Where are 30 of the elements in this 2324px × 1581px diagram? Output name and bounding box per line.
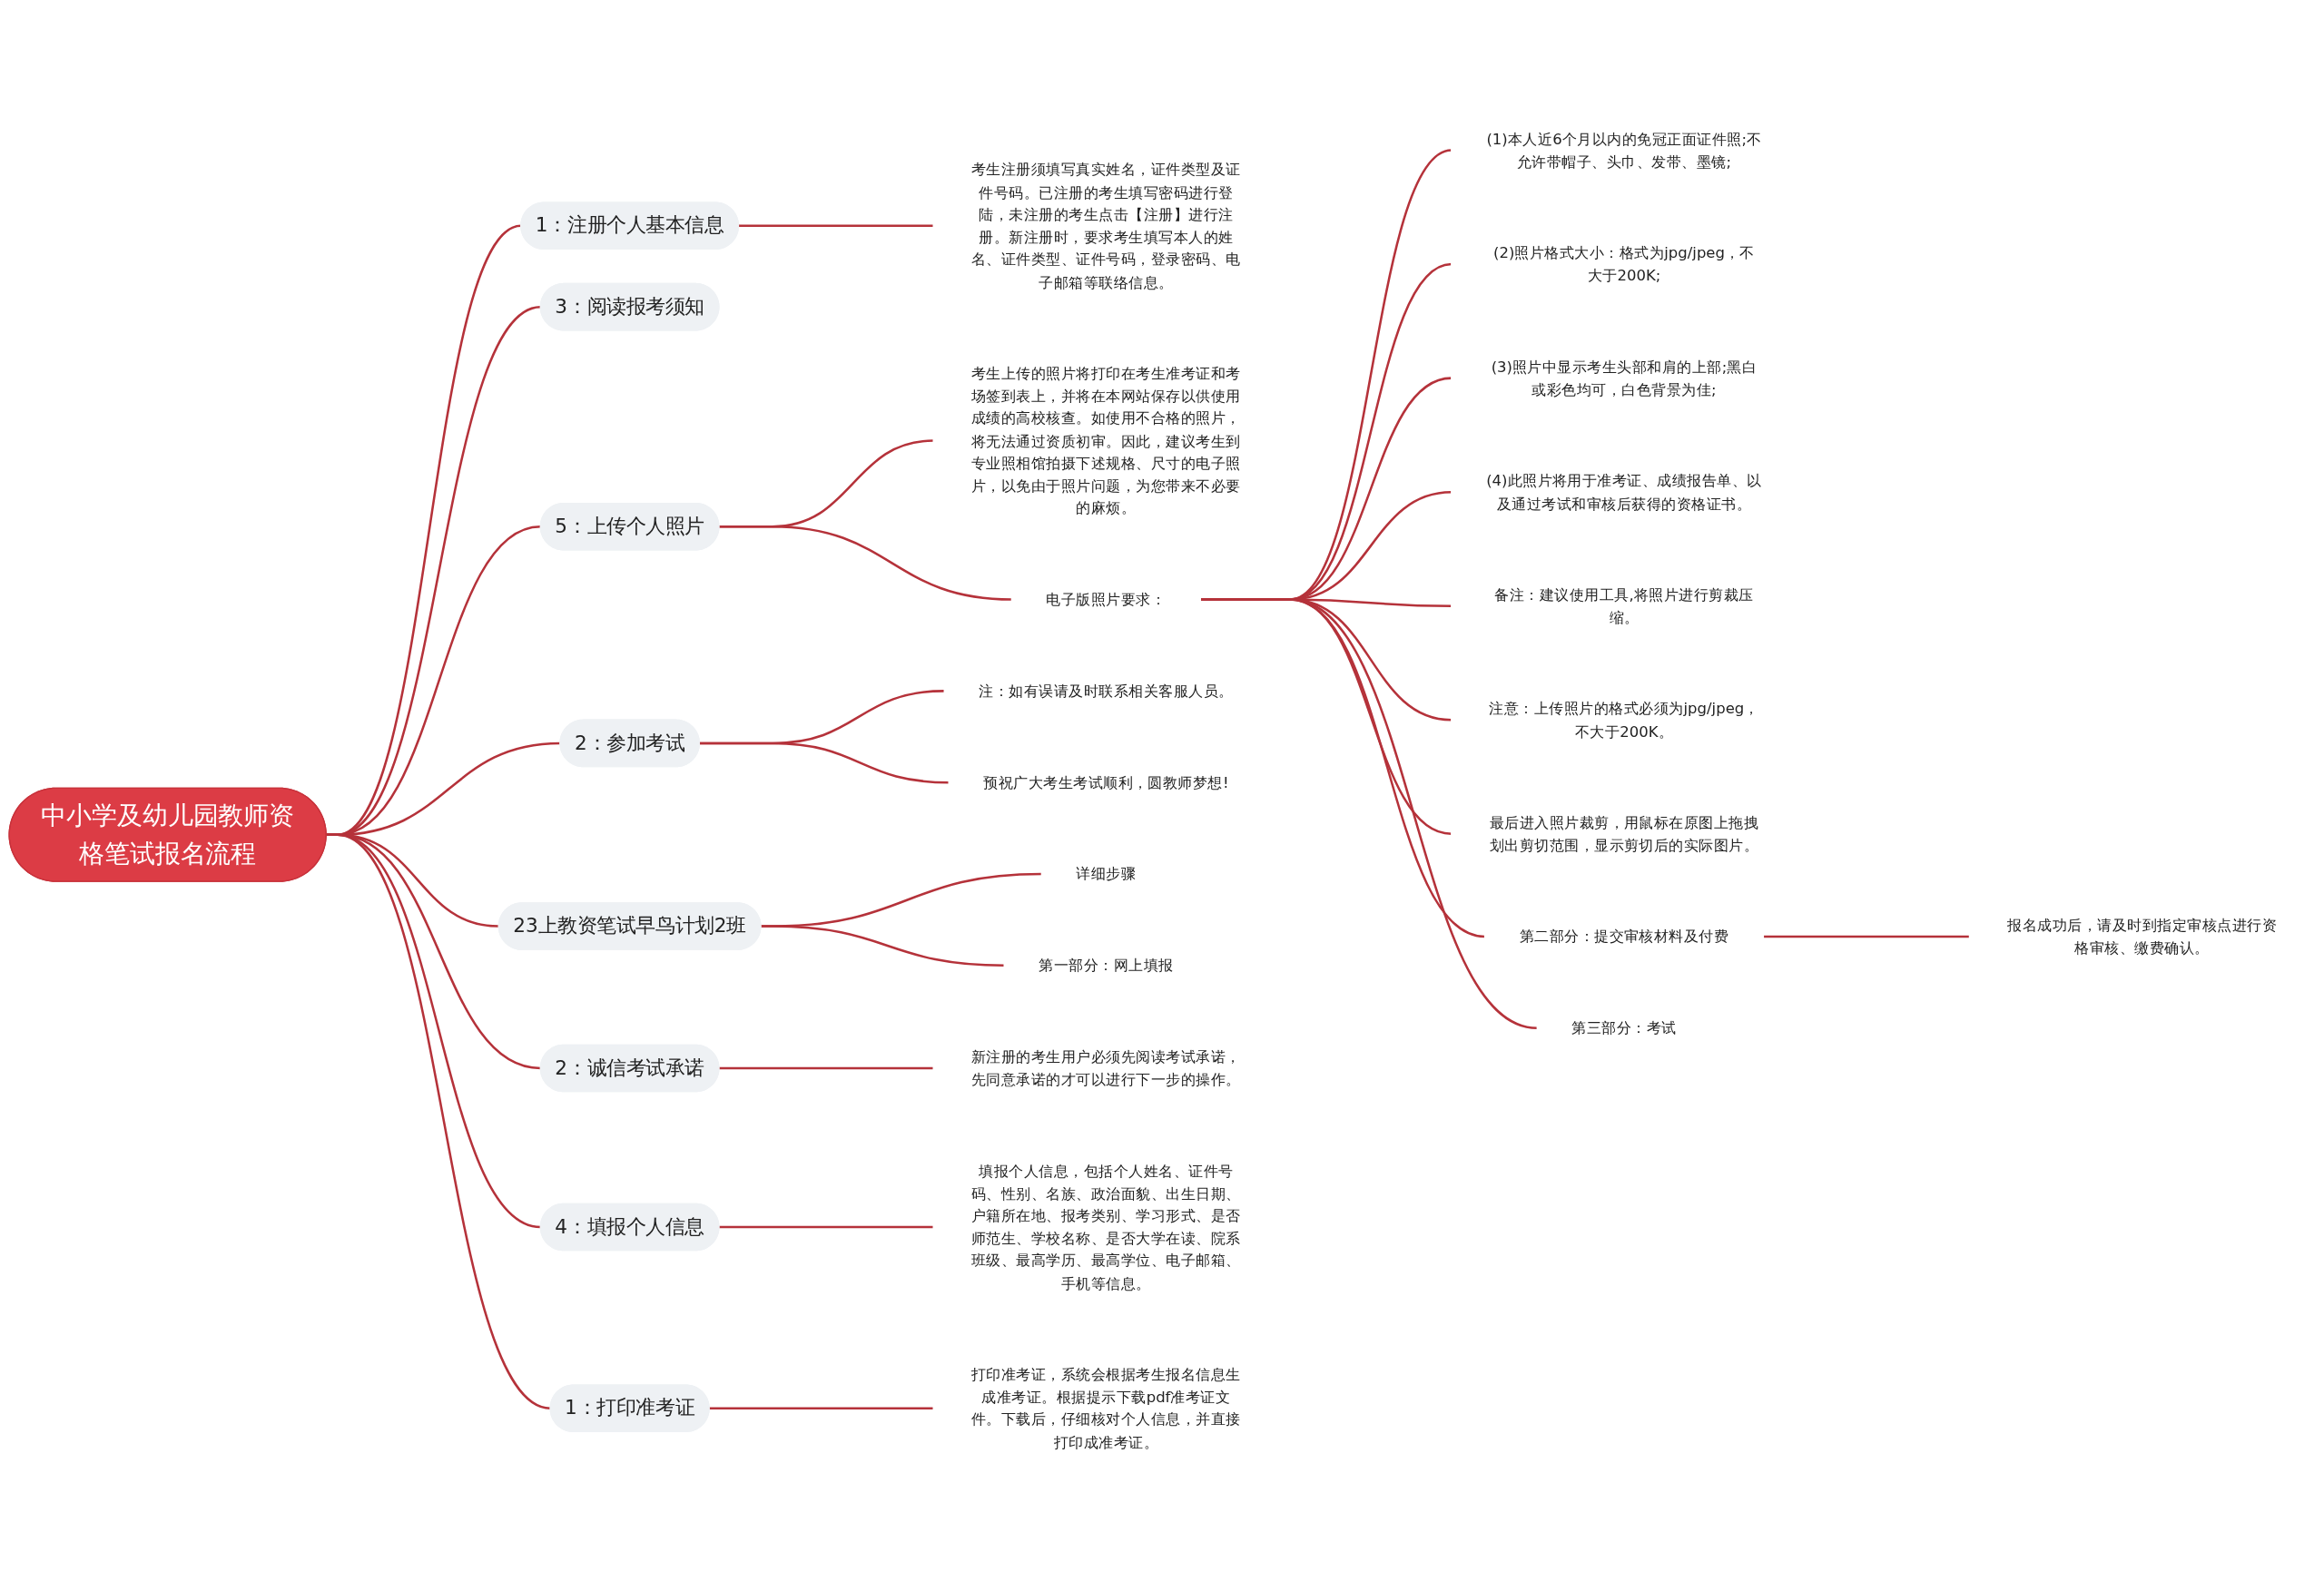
node-text: 考生上传的照片将打印在考生准考证和考场签到表上，并将在本网站保存以供使用成绩的高校核查。如使用不合格的照片，将无法通过资质初审。因此，建议考生到专业照相馆拍摄下述规格、尺寸的电子照片，以免由于照片问题，为您带来不必要的麻烦。 bbox=[970, 364, 1241, 516]
node-text: (2)照片格式大小：格式为jpg/jpeg，不大于200K; bbox=[1493, 243, 1755, 284]
node-text: 第二部分：提交审核材料及付费 bbox=[1519, 928, 1729, 946]
connector bbox=[718, 1066, 934, 1070]
node-text: (3)照片中显示考生头部和肩的上部;黑白或彩色均可，白色背景为佳; bbox=[1491, 358, 1758, 398]
node-text: 第三部分：考试 bbox=[1571, 1018, 1677, 1036]
node-text: 第一部分：网上填报 bbox=[1039, 957, 1174, 975]
connector bbox=[326, 833, 551, 1409]
node-text: 考生注册须填写真实姓名，证件类型及证件号码。已注册的考生填写密码进行登陆，未注册的考生点击【注册】进行注册。新注册时，要求考生填写本人的姓名、证件类型、证件号码，登录密码、电子邮箱等联络信息。 bbox=[970, 161, 1241, 290]
node-text: 注：如有误请及时联系相关客服人员。 bbox=[979, 682, 1234, 700]
connector bbox=[709, 1407, 934, 1409]
connector bbox=[760, 925, 1005, 967]
node-text: 备注：建议使用工具,将照片进行剪裁压缩。 bbox=[1494, 585, 1754, 626]
node-text: 注意：上传照片的格式必须为jpg/jpeg，不大于200K。 bbox=[1489, 700, 1759, 740]
node-text: 打印准考证，系统会根据考生报名信息生成准考证。根据提示下载pdf准考证文件。下载后，仔细核对个人信息，并直接打印成准考证。 bbox=[970, 1365, 1241, 1451]
node-text: 报名成功后，请及时到指定审核点进行资格审核、缴费确认。 bbox=[2007, 916, 2278, 957]
node-text: 电子版照片要求： bbox=[1046, 590, 1167, 608]
connector bbox=[1200, 598, 1538, 1029]
connector bbox=[718, 1225, 934, 1229]
node-text: 预祝广大考生考试顺利，圆教师梦想! bbox=[983, 773, 1229, 791]
node-text: 填报个人信息，包括个人姓名、证件号码、性别、名族、政治面貌、出生日期、户籍所在地、报考类别、学习形式、是否师范生、学校名称、是否大学在读、院系班级、最高学历、最高学位、电子邮箱、手机等信息。 bbox=[970, 1162, 1241, 1292]
node-text: 详细步骤 bbox=[1076, 865, 1137, 883]
node-text: 最后进入照片裁剪，用鼠标在原图上拖拽划出剪切范围，显示剪切后的实际图片。 bbox=[1489, 813, 1759, 854]
connector bbox=[699, 741, 950, 784]
node-text: (4)此照片将用于准考证、成绩报告单、以及通过考试和审核后获得的资格证书。 bbox=[1486, 471, 1762, 512]
node-text: 新注册的考生用户必须先阅读考试承诺，先同意承诺的才可以进行下一步的操作。 bbox=[970, 1047, 1241, 1088]
node-text: (1)本人近6个月以内的免冠正面证件照;不允许带帽子、头巾、发带、墨镜; bbox=[1486, 130, 1762, 171]
connector bbox=[738, 224, 934, 228]
connector bbox=[1763, 935, 1970, 938]
connector bbox=[718, 525, 1012, 601]
